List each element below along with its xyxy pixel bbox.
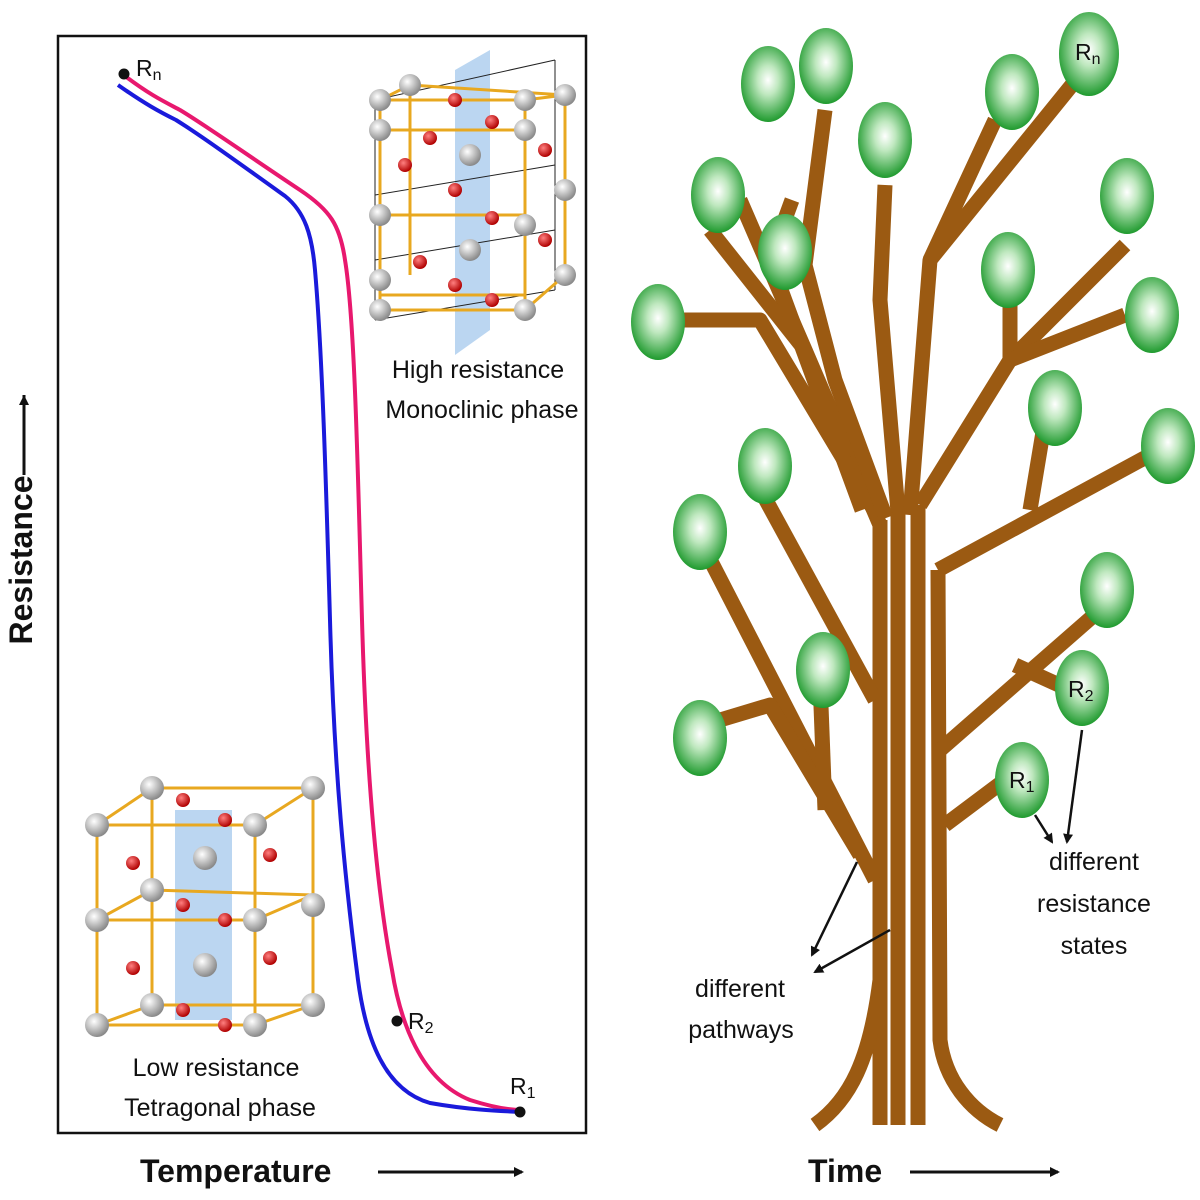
leaf-r1 xyxy=(995,742,1049,818)
leaf xyxy=(1028,370,1082,446)
point-r2-label: R2 xyxy=(408,1008,434,1037)
states-annotation-line1: different xyxy=(1049,848,1139,876)
monoclinic-crystal-diagram xyxy=(369,50,576,355)
point-rn-label: Rn xyxy=(136,55,162,84)
leaf xyxy=(858,102,912,178)
annotation-arrows xyxy=(810,729,1084,974)
high-phase-line1: High resistance xyxy=(392,356,564,384)
tree-leaves xyxy=(631,12,1195,818)
states-annotation-line2: resistance xyxy=(1037,890,1151,918)
leaf-r2-label: R2 xyxy=(1068,676,1094,705)
leaf xyxy=(985,54,1039,130)
leaf xyxy=(758,214,812,290)
y-axis-label: Resistance xyxy=(3,476,39,645)
low-phase-line2: Tetragonal phase xyxy=(124,1094,316,1122)
leaf xyxy=(1125,277,1179,353)
leaf xyxy=(1141,408,1195,484)
time-axis-label: Time xyxy=(808,1153,882,1189)
time-axis-label-group: Time xyxy=(808,1153,1060,1189)
leaf xyxy=(796,632,850,708)
leaf xyxy=(673,494,727,570)
y-axis-label-group: Resistance xyxy=(3,395,39,644)
point-r1 xyxy=(514,1106,526,1118)
low-phase-line1: Low resistance xyxy=(133,1054,300,1082)
leaf xyxy=(741,46,795,122)
leaf xyxy=(799,28,853,104)
leaf-r1-label: R1 xyxy=(1009,767,1035,796)
right-panel: Rn R2 R1 different resistance states dif… xyxy=(631,12,1195,1189)
pathways-annotation-line1: different xyxy=(695,975,785,1003)
tree-branches xyxy=(680,70,1154,1132)
leaf xyxy=(631,284,685,360)
left-panel: Rn R2 R1 xyxy=(3,34,588,1189)
states-annotation-line3: states xyxy=(1061,932,1128,960)
x-axis-label: Temperature xyxy=(140,1153,331,1189)
curve-blue xyxy=(116,83,523,1114)
leaf xyxy=(673,700,727,776)
point-r1-label: R1 xyxy=(510,1073,536,1102)
point-r2 xyxy=(391,1015,403,1027)
leaf xyxy=(691,157,745,233)
pathways-annotation-line2: pathways xyxy=(688,1016,794,1044)
leaf xyxy=(1080,552,1134,628)
leaf-rn-label: Rn xyxy=(1075,39,1101,68)
leaf xyxy=(1100,158,1154,234)
high-phase-line2: Monoclinic phase xyxy=(385,396,578,424)
leaf-rn xyxy=(1059,12,1119,96)
leaf xyxy=(738,428,792,504)
point-rn xyxy=(118,68,130,80)
tetragonal-crystal-diagram xyxy=(85,776,325,1037)
leaf xyxy=(981,232,1035,308)
curve-pink xyxy=(123,74,523,1112)
leaf-r2 xyxy=(1055,650,1109,726)
x-axis-label-group: Temperature xyxy=(140,1153,524,1189)
plot-frame xyxy=(56,34,588,1135)
